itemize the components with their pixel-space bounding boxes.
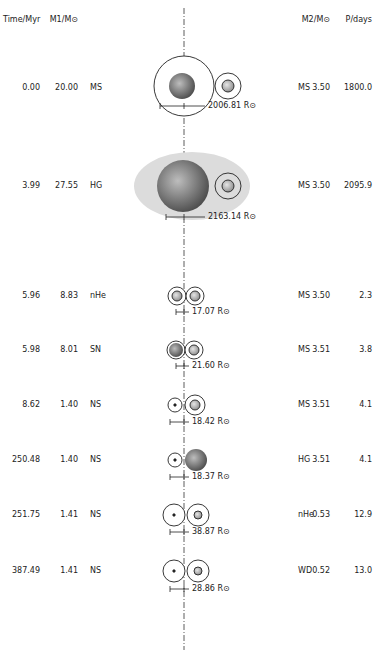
primary-mass: 1.40 (60, 401, 78, 409)
period-value: 12.9 (354, 511, 372, 519)
primary-type: NS (90, 567, 101, 575)
time-value: 5.96 (22, 292, 40, 300)
separation-label: 38.87 R⊙ (192, 528, 230, 536)
period-value: 1800.0 (344, 84, 372, 92)
separation-label: 17.07 R⊙ (192, 308, 230, 316)
time-value: 250.48 (12, 456, 40, 464)
primary-mass: 20.00 (55, 84, 78, 92)
separation-label: 18.42 R⊙ (192, 418, 230, 426)
secondary-mass: 3.51 (312, 456, 330, 464)
period-value: 2.3 (359, 292, 372, 300)
column-header: M1/M⊙ (50, 16, 78, 24)
secondary-mass: 0.52 (312, 567, 330, 575)
secondary-type: WD (298, 567, 312, 575)
secondary-type: MS (298, 346, 310, 354)
period-value: 3.8 (359, 346, 372, 354)
time-value: 8.62 (22, 401, 40, 409)
separation-label: 21.60 R⊙ (192, 362, 230, 370)
secondary-mass: 0.53 (312, 511, 330, 519)
column-header: Time/Myr (3, 16, 40, 24)
primary-mass: 1.41 (60, 567, 78, 575)
rotation-axis (184, 8, 185, 650)
primary-mass: 8.01 (60, 346, 78, 354)
separation-label: 18.37 R⊙ (192, 473, 230, 481)
separation-label: 2163.14 R⊙ (208, 213, 256, 221)
period-value: 4.1 (359, 456, 372, 464)
separation-bars (160, 103, 205, 592)
column-header: M2/M⊙ (302, 16, 330, 24)
secondary-mass: 3.50 (312, 84, 330, 92)
secondary-type: MS (298, 84, 310, 92)
separation-label: 28.86 R⊙ (192, 585, 230, 593)
primary-mass: 1.41 (60, 511, 78, 519)
time-value: 387.49 (12, 567, 40, 575)
secondary-mass: 3.51 (312, 346, 330, 354)
period-value: 13.0 (354, 567, 372, 575)
secondary-mass: 3.50 (312, 292, 330, 300)
column-header: P/days (346, 16, 372, 24)
time-value: 3.99 (22, 182, 40, 190)
separation-label: 2006.81 R⊙ (208, 102, 256, 110)
secondary-type: MS (298, 401, 310, 409)
primary-type: NS (90, 456, 101, 464)
secondary-type: HG (298, 456, 310, 464)
secondary-mass: 3.51 (312, 401, 330, 409)
primary-type: MS (90, 84, 102, 92)
primary-type: SN (90, 346, 101, 354)
time-value: 0.00 (22, 84, 40, 92)
primary-mass: 8.83 (60, 292, 78, 300)
secondary-type: MS (298, 292, 310, 300)
primary-type: nHe (90, 292, 106, 300)
period-value: 2095.9 (344, 182, 372, 190)
primary-type: HG (90, 182, 102, 190)
time-value: 251.75 (12, 511, 40, 519)
time-value: 5.98 (22, 346, 40, 354)
period-value: 4.1 (359, 401, 372, 409)
primary-type: NS (90, 401, 101, 409)
secondary-type: nHe (298, 511, 314, 519)
primary-mass: 27.55 (55, 182, 78, 190)
secondary-mass: 3.50 (312, 182, 330, 190)
secondary-type: MS (298, 182, 310, 190)
primary-type: NS (90, 511, 101, 519)
primary-mass: 1.40 (60, 456, 78, 464)
